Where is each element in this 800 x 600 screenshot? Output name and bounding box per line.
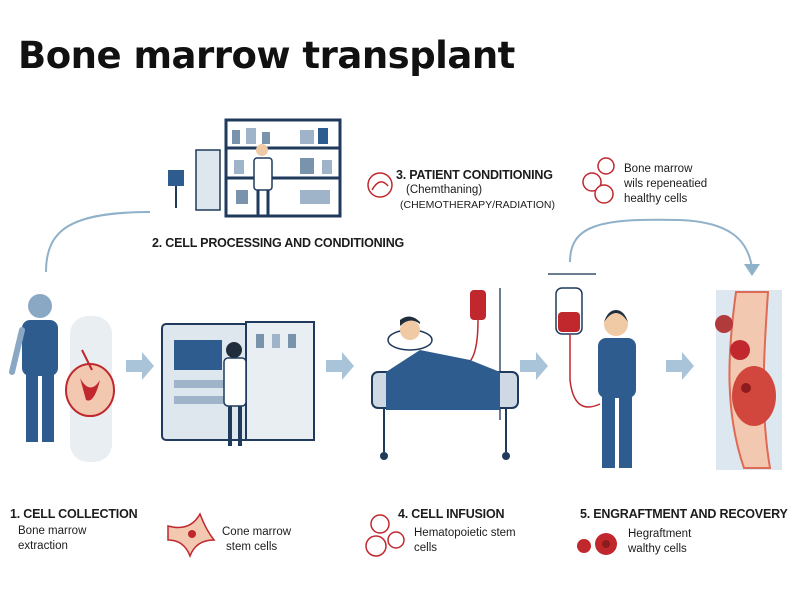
- cell-cluster-icon: [365, 514, 405, 557]
- step-4-line-1: Hematopoietic stem: [414, 527, 516, 539]
- flow-arrow-3: [520, 352, 548, 380]
- step-5-line-2: walthy cells: [628, 543, 687, 555]
- step-4-heading: 4. CELL INFUSION: [398, 507, 505, 521]
- cell-icon: [367, 172, 393, 198]
- cell-processing-machine: [161, 321, 315, 446]
- red-cells-icon: [577, 533, 617, 555]
- patient-bed-illustration: [371, 288, 519, 460]
- flow-arrow-2: [326, 352, 354, 380]
- stem-cells-line-2: stem cells: [226, 541, 278, 553]
- marrow-note-line-1: Bone marrow: [624, 163, 693, 175]
- step-1-line-1: Bone marrow: [18, 525, 87, 537]
- step-3-line-2: (CHEMOTHERAPY/RADIATION): [400, 199, 555, 211]
- step-1-line-2: extraction: [18, 540, 68, 552]
- donor-figure: [9, 294, 58, 442]
- connector-arrowhead: [744, 264, 760, 276]
- step-4-line-2: cells: [414, 542, 438, 554]
- step-5-line-1: Hegraftment: [628, 528, 692, 540]
- lab-shelf-illustration: [168, 118, 342, 218]
- nurse-infusion-illustration: [548, 273, 636, 468]
- cell-cluster-icon: [582, 157, 615, 204]
- page-title: Bone marrow transplant: [18, 34, 515, 77]
- step-5-heading: 5. ENGRAFTMENT AND RECOVERY: [580, 507, 788, 521]
- connector-curve-right: [569, 218, 753, 269]
- flow-arrow-1: [126, 352, 154, 380]
- connector-curve-left: [45, 211, 151, 273]
- hip-bone-illustration: [65, 316, 115, 462]
- flow-arrow-4: [666, 352, 694, 380]
- marrow-note-line-2: wils repeneatied: [624, 178, 708, 190]
- step-1-heading: 1. CELL COLLECTION: [10, 507, 138, 521]
- bone-marrow-cross-section: [715, 290, 782, 470]
- bone-icon: [167, 512, 216, 559]
- marrow-note-line-3: healthy cells: [624, 193, 688, 205]
- step-3-heading: 3. PATIENT CONDITIONING: [396, 168, 553, 182]
- step-2-heading: 2. CELL PROCESSING AND CONDITIONING: [152, 236, 405, 250]
- stem-cells-line-1: Cone marrow: [222, 526, 292, 538]
- step-3-line-1: (Chemthaning): [406, 184, 483, 196]
